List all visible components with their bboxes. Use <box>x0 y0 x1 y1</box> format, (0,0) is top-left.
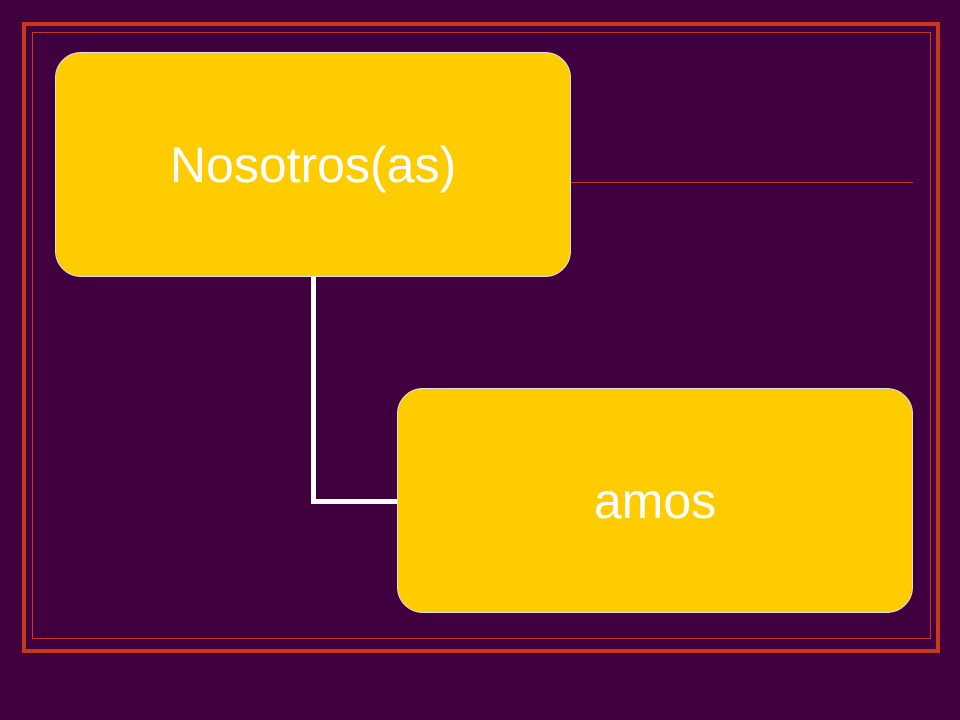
connector-nosotros-to-amos <box>311 276 406 504</box>
slide-frame-inner <box>32 32 931 639</box>
node-amos-label: amos <box>593 472 717 529</box>
title-rule <box>560 182 913 183</box>
node-nosotros-label: Nosotros(as) <box>169 136 457 193</box>
slide-frame-outer <box>22 22 940 653</box>
node-amos: amos <box>397 388 913 613</box>
node-nosotros: Nosotros(as) <box>55 52 571 277</box>
